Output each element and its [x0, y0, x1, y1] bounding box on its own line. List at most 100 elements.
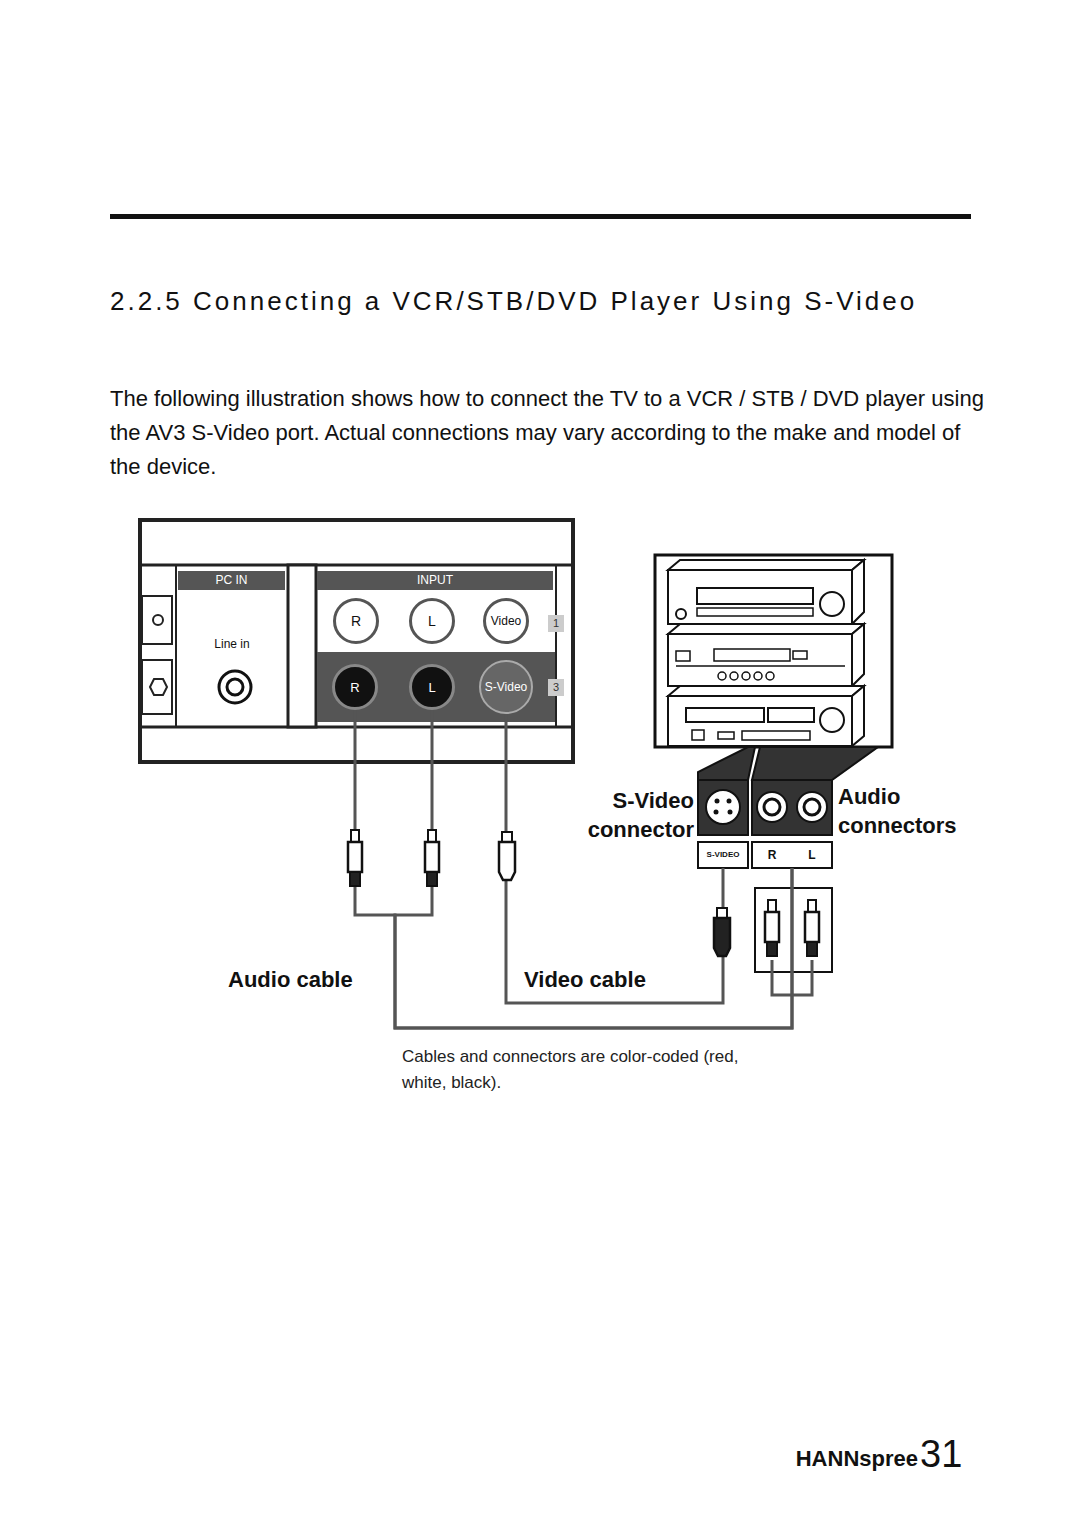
plug-body: [499, 842, 515, 880]
line-in-jack: [227, 679, 243, 695]
cable: [355, 710, 792, 1028]
device-front: [668, 696, 852, 746]
body-text: The following illustration shows how to …: [110, 382, 985, 484]
jack-label: Video: [486, 614, 526, 628]
connector-heading: Audio connectors: [838, 782, 968, 840]
plug-grip: [767, 942, 777, 956]
input-badge: [548, 615, 564, 632]
port-hole: [153, 615, 163, 625]
plug-body: [425, 842, 439, 872]
panel-heading: INPUT: [317, 571, 553, 590]
s-video-tag: [698, 842, 748, 868]
video-jack: Video: [483, 598, 529, 644]
cable: [506, 714, 723, 1003]
jack-pin: [715, 799, 720, 804]
plug-tip: [717, 908, 727, 918]
audio-branch: [772, 960, 812, 995]
plug-body: [348, 842, 362, 872]
button: [754, 672, 762, 680]
plug-grip: [350, 872, 360, 886]
jack-label: L: [412, 680, 452, 695]
audio-jack: [757, 792, 787, 822]
cable: [395, 710, 792, 1028]
button-row: [718, 672, 774, 680]
device-display: [697, 588, 813, 604]
audio-jack: [764, 799, 780, 815]
device-display: [714, 649, 790, 661]
cable-label: Audio cable: [226, 965, 355, 995]
button: [718, 672, 726, 680]
plug-tip: [502, 832, 512, 842]
audio-tag: [752, 842, 832, 868]
s-video-jack: S-Video: [479, 660, 533, 714]
jack-pin: [714, 810, 719, 815]
top-rule: [110, 214, 971, 219]
line-in-jack: [219, 671, 251, 703]
jack-label: Line in: [177, 637, 287, 651]
jack-label: R: [764, 843, 780, 867]
control-pad: [820, 708, 844, 732]
plugs: [348, 830, 819, 956]
antenna-nut: [150, 679, 167, 695]
device: [668, 560, 864, 624]
audio-jack: L: [409, 598, 455, 644]
plug-body: [714, 918, 730, 956]
plug-grip: [807, 942, 817, 956]
audio-housing: [752, 780, 832, 835]
button: [742, 672, 750, 680]
disc-tray: [697, 608, 813, 616]
device-side: [852, 560, 864, 624]
jack-label: S-VIDEO: [698, 843, 748, 867]
device-front: [668, 570, 852, 624]
panel-divider: [555, 565, 557, 727]
device-side: [852, 686, 864, 746]
plug-grip: [427, 872, 437, 886]
section-title: 2.2.5 Connecting a VCR/STB/DVD Player Us…: [110, 282, 940, 320]
audio-jack: [804, 799, 820, 815]
plug-body: [765, 912, 779, 942]
port-frame: [142, 596, 172, 644]
device-frame: [655, 555, 892, 747]
rca-plug: [348, 830, 362, 886]
audio-jack: R: [333, 598, 379, 644]
brand-logo: HANNspree: [790, 1444, 918, 1474]
eject-button: [718, 732, 734, 739]
button: [766, 672, 774, 680]
caption: Cables and connectors are color-coded (r…: [402, 1044, 772, 1096]
device: [668, 624, 864, 686]
jack-label: L: [412, 613, 452, 629]
rca-plug: [765, 900, 779, 956]
pc-in-panel: PC IN Line in: [177, 571, 287, 722]
panel-heading: PC IN: [178, 571, 285, 590]
power-button: [676, 651, 690, 661]
jack-pin: [728, 810, 733, 815]
device-top: [668, 624, 864, 634]
connector-heading: S-Video connector: [576, 786, 694, 844]
device-top: [668, 686, 864, 696]
button-row: [742, 731, 810, 740]
panel-divider: [175, 565, 177, 727]
power-button: [676, 609, 686, 619]
input-panel: INPUTRLVideoRLS-Video: [316, 571, 555, 722]
rca-plug: [805, 900, 819, 956]
plug-body: [805, 912, 819, 942]
page-number: 31: [920, 1432, 980, 1476]
device-display: [768, 708, 814, 722]
power-button: [692, 730, 704, 740]
device: [668, 686, 864, 746]
s-video-plug: [714, 908, 730, 956]
jack-label: L: [804, 843, 820, 867]
connector-housing: [752, 747, 878, 780]
s-video-jack: [706, 790, 740, 824]
device-side: [852, 624, 864, 686]
audio-jack: L: [409, 664, 455, 710]
device-front: [668, 634, 852, 686]
jack-label: R: [336, 613, 376, 629]
connector-housing: [698, 747, 755, 780]
s-video-housing: [698, 780, 748, 835]
av3-band: [317, 652, 555, 722]
control-pad: [820, 592, 844, 616]
trim-line: [676, 665, 845, 667]
